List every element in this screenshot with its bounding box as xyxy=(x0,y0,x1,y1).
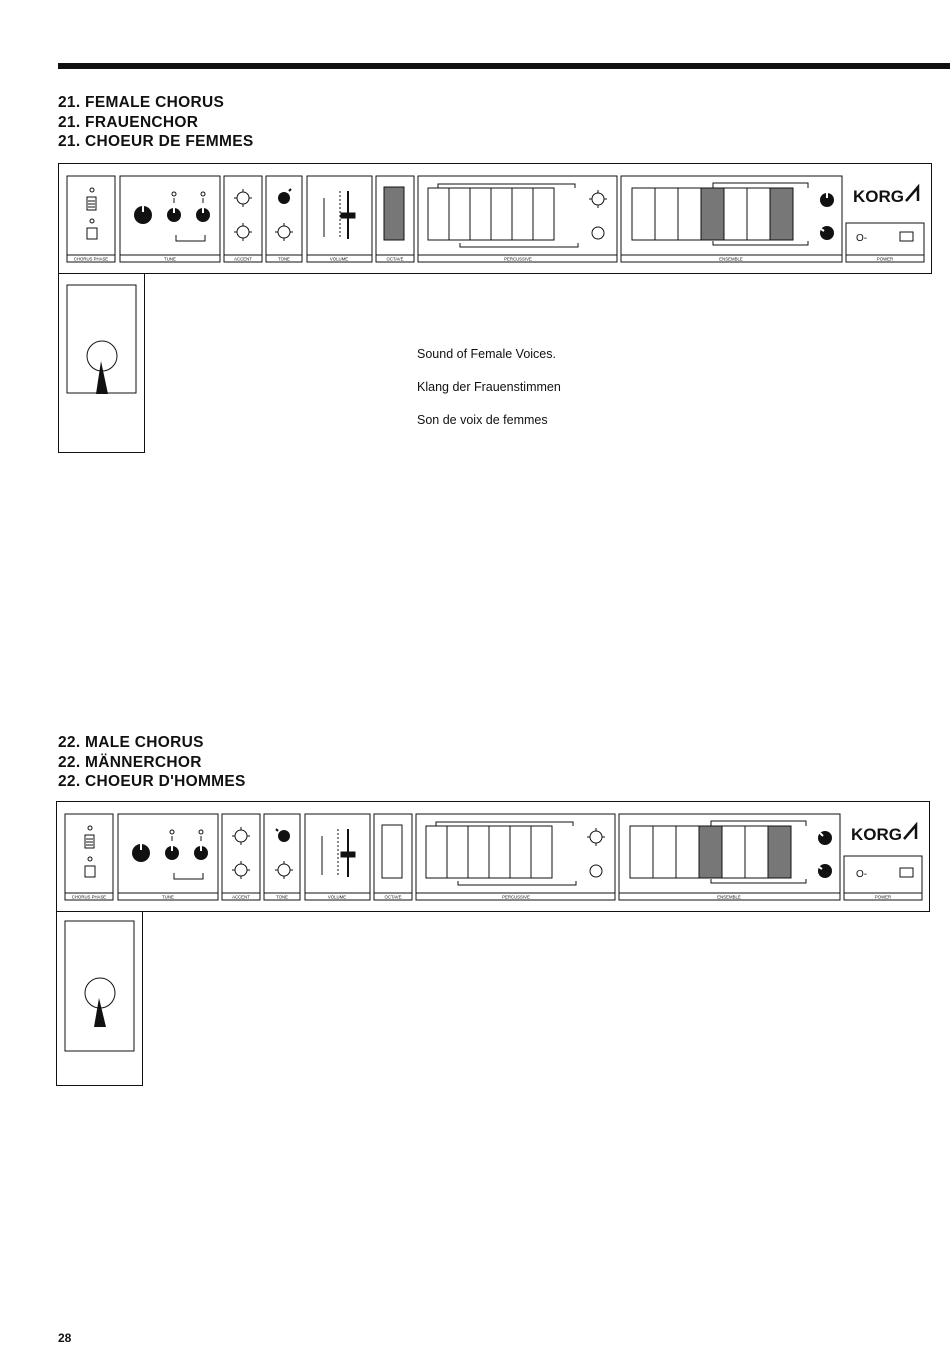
korg-lambda-logo-icon xyxy=(903,821,918,840)
title-en: 21. FEMALE CHORUS xyxy=(58,94,225,111)
description-en: Sound of Female Voices. xyxy=(417,347,556,361)
octave-tab[interactable] xyxy=(383,186,405,241)
label-chorus-phase: CHORUS PHASE xyxy=(74,257,109,262)
korg-lambda-logo-icon xyxy=(905,183,920,202)
description-de: Klang der Frauenstimmen xyxy=(417,380,561,394)
power-switch[interactable] xyxy=(899,867,914,878)
tune-knobs[interactable] xyxy=(132,829,208,880)
power-switch[interactable] xyxy=(899,231,914,242)
label-accent: ACCENT xyxy=(232,895,250,900)
control-panel-male-chorus: CHORUS PHASE TUNE ACCENT TONE VOLUME OCT… xyxy=(56,801,932,1093)
label-volume: VOLUME xyxy=(328,895,346,900)
power-symbol: O- xyxy=(856,869,867,880)
accent-knobs[interactable] xyxy=(234,189,252,241)
title-en: 22. MALE CHORUS xyxy=(58,734,204,751)
tune-knobs[interactable] xyxy=(134,191,210,242)
selector-knob-icon xyxy=(84,977,116,1027)
label-chorus-phase: CHORUS PHASE xyxy=(72,895,107,900)
power-symbol: O- xyxy=(856,233,867,244)
title-de: 22. MÄNNERCHOR xyxy=(58,753,202,771)
label-volume: VOLUME xyxy=(330,257,348,262)
chorus-phase-switch[interactable] xyxy=(84,825,96,878)
percussive-tabs[interactable] xyxy=(425,821,605,886)
title-fr: 22. CHOEUR D'HOMMES xyxy=(58,773,246,790)
accent-knobs[interactable] xyxy=(232,827,250,879)
label-percussive: PERCUSSIVE xyxy=(502,895,530,900)
selector-knob-icon xyxy=(86,340,118,394)
label-octave: OCTAVE xyxy=(384,895,401,900)
label-tone: TONE xyxy=(278,257,290,262)
label-ensemble: ENSEMBLE xyxy=(719,257,743,262)
label-power: POWER xyxy=(875,895,891,900)
ensemble-tabs[interactable] xyxy=(631,182,834,246)
panel-labels: CHORUS PHASE TUNE ACCENT TONE VOLUME OCT… xyxy=(74,257,893,262)
label-tune: TUNE xyxy=(164,257,176,262)
title-fr: 21. CHOEUR DE FEMMES xyxy=(58,133,254,150)
label-percussive: PERCUSSIVE xyxy=(504,257,532,262)
title-de: 21. FRAUENCHOR xyxy=(58,113,199,131)
panel-labels: CHORUS PHASE TUNE ACCENT TONE VOLUME OCT… xyxy=(72,895,891,900)
description-fr: Son de voix de femmes xyxy=(417,413,548,427)
label-ensemble: ENSEMBLE xyxy=(717,895,741,900)
tone-knobs[interactable] xyxy=(275,188,293,241)
label-accent: ACCENT xyxy=(234,257,252,262)
volume-slider[interactable] xyxy=(321,829,356,877)
chorus-phase-switch[interactable] xyxy=(86,187,98,240)
section-22-heading: 22. MALE CHORUS 22. MÄNNERCHOR 22. CHOEU… xyxy=(58,733,246,792)
top-rule xyxy=(58,63,950,69)
page-number: 28 xyxy=(58,1331,72,1345)
brand-name: KORG xyxy=(851,825,902,844)
label-tune: TUNE xyxy=(162,895,174,900)
label-power: POWER xyxy=(877,257,893,262)
panel-diagram: CHORUS PHASE TUNE ACCENT TONE VOLUME OCT… xyxy=(58,163,932,453)
panel-diagram: CHORUS PHASE TUNE ACCENT TONE VOLUME OCT… xyxy=(56,801,930,1086)
description-block: Sound of Female Voices. Klang der Frauen… xyxy=(417,338,561,437)
section-21-heading: 21. FEMALE CHORUS 21. FRAUENCHOR 21. CHO… xyxy=(58,93,253,152)
tone-knobs[interactable] xyxy=(275,828,293,879)
label-octave: OCTAVE xyxy=(386,257,403,262)
volume-slider[interactable] xyxy=(323,191,356,239)
label-tone: TONE xyxy=(276,895,288,900)
brand-name: KORG xyxy=(853,187,904,206)
octave-tab[interactable] xyxy=(381,824,403,879)
control-panel-female-chorus: CHORUS PHASE TUNE ACCENT TONE VOLUME OCT… xyxy=(58,163,934,455)
ensemble-tabs[interactable] xyxy=(629,820,832,884)
percussive-tabs[interactable] xyxy=(427,183,607,248)
